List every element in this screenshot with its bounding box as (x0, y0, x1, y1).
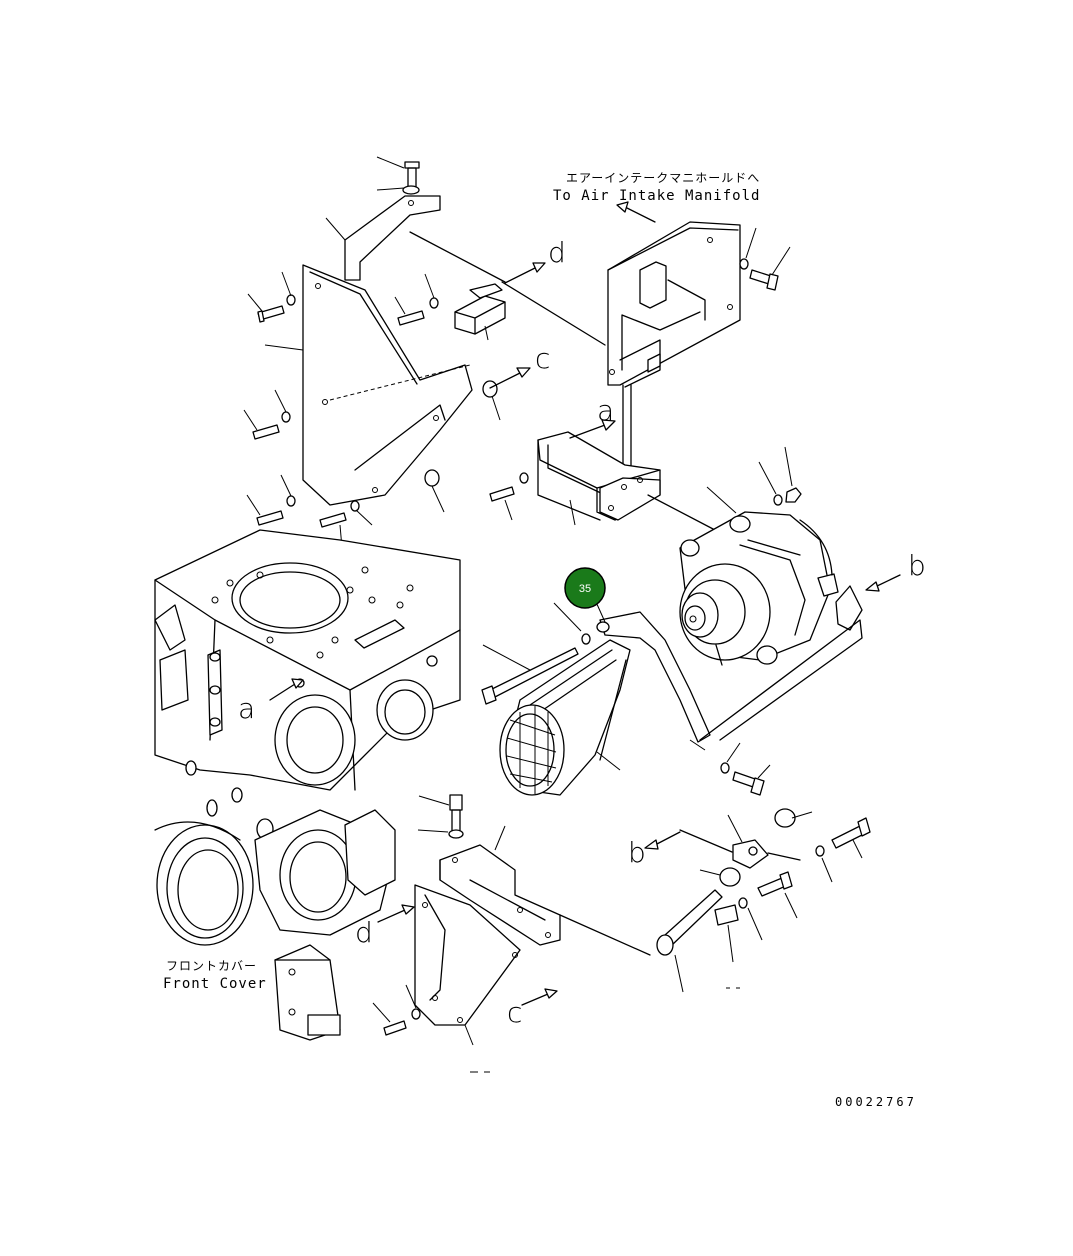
alternator (679, 511, 839, 666)
alternator-nuts (706, 446, 802, 514)
engine-block (154, 529, 461, 840)
lower-plate-bolts (372, 984, 490, 1073)
callout-35[interactable]: 35 (564, 567, 606, 623)
front-cover-label-en: Front Cover (163, 976, 267, 992)
lower-right-hardware (656, 808, 871, 993)
ref-letter-d-lower: d (355, 916, 373, 949)
spacer-block-upper (454, 283, 506, 335)
leaders-upper-left (243, 156, 501, 549)
ref-letter-c-upper: c (535, 342, 550, 375)
u-bracket-bolts (489, 472, 576, 526)
drawing-number: 00022767 (835, 1095, 917, 1109)
u-channel-bracket (537, 431, 716, 531)
intake-label-jp: エアーインテークマニホールドへ (566, 171, 760, 185)
ref-letter-d-upper: d (548, 236, 566, 269)
left-bolts (252, 294, 498, 528)
manifold-bolts (739, 227, 791, 291)
reference-arrows (269, 201, 901, 1006)
front-cover (154, 809, 396, 1041)
lower-bracket (417, 794, 651, 956)
v-belt-pulley (499, 639, 631, 796)
ref-letter-b-lower: b (628, 836, 646, 869)
upper-left-bracket-plate (302, 264, 473, 506)
intake-label-en: To Air Intake Manifold (553, 188, 760, 204)
adjusting-arm (596, 585, 863, 743)
arm-bolt (689, 739, 771, 796)
ref-letter-c-lower: c (507, 996, 522, 1029)
manifold-bracket (501, 221, 741, 471)
ref-letter-a-upper: a (597, 394, 614, 427)
front-cover-label-jp: フロントカバー (166, 959, 257, 973)
long-bolt (481, 602, 591, 705)
callout-number: 35 (579, 583, 591, 595)
ref-letter-b-right: b (908, 549, 926, 582)
top-strap-bracket (344, 161, 506, 283)
ref-letter-a-lower: a (238, 692, 255, 725)
